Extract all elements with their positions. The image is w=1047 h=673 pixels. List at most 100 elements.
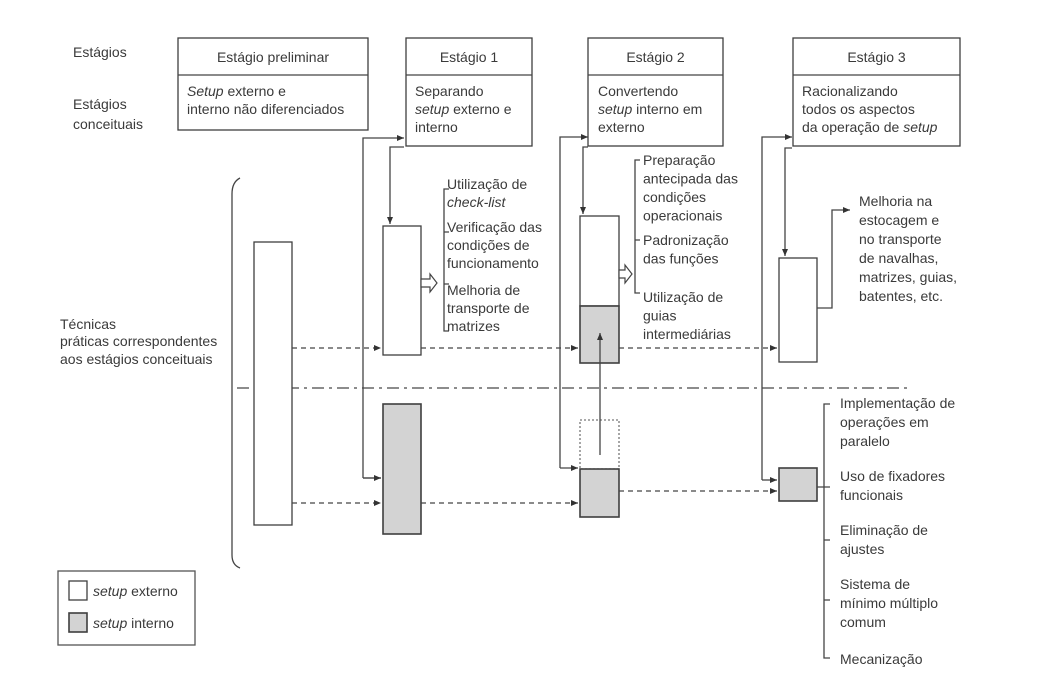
stage1-technique-line: matrizes	[447, 318, 500, 334]
label-techniques: Técnicas práticas correspondentes aos es…	[60, 316, 221, 367]
stage3-internal-technique-line: funcionais	[840, 487, 903, 503]
stage1-technique-line: transporte de	[447, 300, 530, 316]
text-run: externo e	[449, 101, 511, 117]
stage3-internal-technique-line: ajustes	[840, 541, 884, 557]
stage2-technique-line: Preparação	[643, 152, 716, 168]
text-run: transporte de	[447, 300, 530, 316]
stage3-internal-technique-line: Uso de fixadores	[840, 468, 945, 484]
stage2-technique-line: guias	[643, 308, 676, 324]
stage-title: Estágio 2	[626, 49, 685, 65]
stage-title: Estágio preliminar	[217, 49, 329, 65]
text-run: Separando	[415, 83, 484, 99]
stage2-internal-bar	[579, 468, 620, 518]
stage3-external-technique-line: batentes, etc.	[859, 288, 943, 304]
text-run: Racionalizando	[802, 83, 898, 99]
stage2-technique-line: Padronização	[643, 232, 729, 248]
stage-description-line: Separando	[415, 83, 484, 99]
stage3-external-technique-line: Melhoria na	[859, 193, 932, 209]
text-run: interno não diferenciados	[187, 101, 344, 117]
stage-description-line: setup interno em	[598, 101, 702, 117]
legend: setup externo setup interno	[57, 570, 196, 646]
stage-title: Estágio 3	[847, 49, 906, 65]
italic-term: setup	[903, 119, 937, 135]
stage-title: Estágio 1	[440, 49, 499, 65]
stage2-technique-line: operacionais	[643, 208, 722, 224]
stage1-connector-inner	[387, 146, 404, 224]
stage3-external-technique-line: de navalhas,	[859, 250, 938, 266]
stage3-connector-outer	[761, 134, 792, 480]
stage2-technique-line: condições	[643, 189, 706, 205]
stage1-technique-line: funcionamento	[447, 255, 539, 271]
stage2-technique-line: antecipada das	[643, 171, 738, 187]
text-run: Melhoria de	[447, 282, 520, 298]
stage1-internal-bar	[382, 403, 422, 535]
stage-box-1: Estágio 1 Separando setup externo e interno	[405, 37, 533, 147]
stage3-internal-technique-line: comum	[840, 614, 886, 630]
stage3-internal-technique-line: paralelo	[840, 433, 890, 449]
stage2-techniques-bracket	[634, 159, 640, 294]
label-conceptual-stages: Estágios conceituais	[73, 96, 143, 132]
italic-term: Setup	[187, 83, 224, 99]
text-run: interno	[127, 615, 174, 631]
stage2-connector-outer	[559, 134, 588, 468]
stage-description-line: setup externo e	[415, 101, 512, 117]
stage3-internal-technique-line: Sistema de	[840, 576, 910, 592]
stage1-hollow-arrow-icon	[420, 272, 438, 294]
stage-box-frame	[587, 37, 724, 147]
stage-box-frame	[177, 37, 369, 131]
stage3-internal-technique-line: mínimo múltiplo	[840, 595, 938, 611]
stage2-technique-line: Utilização de	[643, 289, 723, 305]
stage2-hollow-arrow-icon	[618, 263, 633, 285]
stage2-techniques: Preparação antecipada das condições operaci…	[643, 152, 738, 342]
stage-box-3: Estágio 3 Racionalizando todos os aspectos…	[792, 37, 961, 147]
stage-description-line: todos os aspectos	[802, 101, 915, 117]
italic-term: setup	[598, 101, 632, 117]
stage-description-line: interno	[415, 119, 458, 135]
stage1-technique-line: Melhoria de	[447, 282, 520, 298]
stage1-connector-outer	[362, 135, 404, 478]
stage1-technique-line: condições de	[447, 237, 530, 253]
stage2-connector-inner	[580, 146, 588, 214]
stage-description-line: externo	[598, 119, 645, 135]
text-run: interno em	[632, 101, 702, 117]
text-run: Utilização de	[447, 176, 527, 192]
stage1-techniques-bracket	[443, 188, 449, 332]
techniques-brace	[231, 177, 241, 569]
stage3-internal-bar	[778, 467, 818, 502]
italic-term: setup	[93, 615, 127, 631]
italic-term: setup	[93, 583, 127, 599]
text-run: todos os aspectos	[802, 101, 915, 117]
stage1-technique-line: Verificação das	[447, 219, 542, 235]
stage-description-line: Racionalizando	[802, 83, 898, 99]
stage3-internal-technique-line: Implementação de	[840, 395, 955, 411]
italic-term: check-list	[447, 194, 506, 210]
stage-description-line: Setup externo e	[187, 83, 286, 99]
text-run: Convertendo	[598, 83, 678, 99]
stage-box-2: Estágio 2 Convertendo setup interno em exte…	[587, 37, 724, 147]
stage1-technique-line: Utilização de	[447, 176, 527, 192]
text-run: externo	[598, 119, 645, 135]
stage3-external-technique-line: no transporte	[859, 231, 942, 247]
stage1-external-bar	[382, 225, 422, 356]
stage3-internal-technique-line: Mecanização	[840, 651, 923, 667]
legend-internal-label: setup interno	[93, 615, 174, 631]
legend-external-label: setup externo	[93, 583, 178, 599]
stage3-internal-technique-line: Eliminação de	[840, 522, 928, 538]
stage3-external-technique-arrow	[817, 207, 850, 309]
stage-box-frame	[405, 37, 533, 147]
text-run: externo	[127, 583, 178, 599]
stage3-external-technique-line: estocagem e	[859, 212, 939, 228]
stage-box-frame	[792, 37, 961, 147]
stage-description-line: interno não diferenciados	[187, 101, 344, 117]
text-run: matrizes	[447, 318, 500, 334]
legend-internal-swatch	[68, 612, 88, 633]
text-run: condições de	[447, 237, 530, 253]
stage3-connector-inner	[782, 147, 792, 256]
stage1-technique-line: check-list	[447, 194, 506, 210]
text-run: Verificação das	[447, 219, 542, 235]
stage3-internal-techniques-bracket	[817, 403, 830, 659]
